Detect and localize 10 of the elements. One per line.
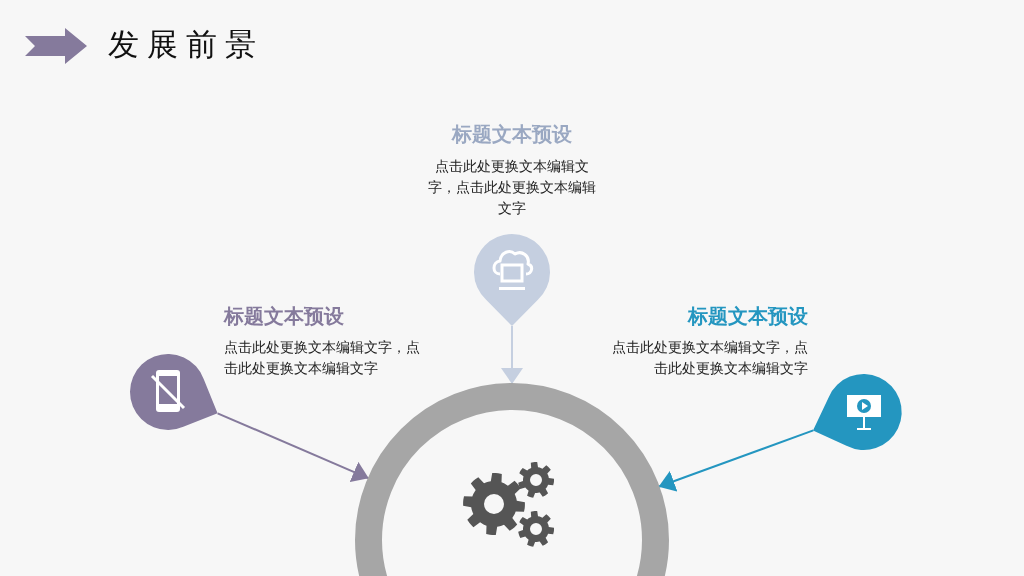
heading-text: 标题文本预设	[224, 303, 345, 330]
body-text: 点击此处更换文本编辑文字，点击此处更换文本编辑文字	[427, 157, 597, 218]
connector-line	[501, 325, 523, 385]
heading-text: 标题文本预设	[686, 303, 808, 330]
body-text: 点击此处更换文本编辑文字，点击此处更换文本编辑文字	[224, 338, 421, 378]
heading-text: 标题文本预设	[450, 121, 573, 148]
page-title: 发展前景	[108, 25, 264, 64]
connector-line	[216, 412, 370, 483]
body-text: 点击此处更换文本编辑文字，点击此处更换文本编辑文字	[611, 338, 808, 378]
connector-line	[657, 429, 815, 492]
